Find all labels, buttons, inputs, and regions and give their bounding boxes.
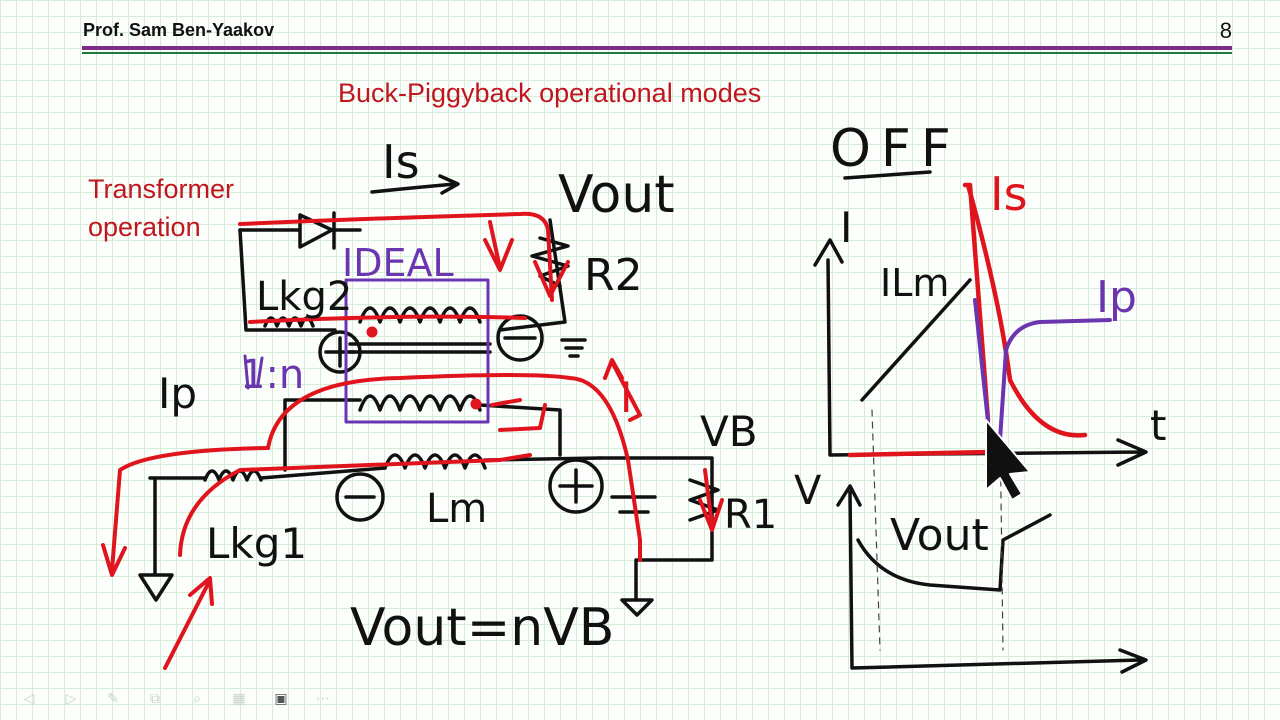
ideal-box (243, 278, 490, 424)
header-rule-purple (82, 46, 1232, 50)
graph-ip-curve (973, 298, 1112, 442)
back-icon[interactable]: ◁ (23, 691, 35, 707)
label-ideal: IDEAL (342, 241, 454, 285)
current-paths-red (101, 211, 724, 670)
slide-title: Buck-Piggyback operational modes (338, 78, 762, 108)
label-r1: R1 (724, 492, 777, 538)
label-graph-t: t (1150, 401, 1166, 450)
pen-icon[interactable]: ✎ (107, 691, 119, 707)
presentation-toolbar: ◁ ▷ ✎ ⧉ ⌕ ▦ ▣ ⋯ (12, 688, 340, 710)
label-lkg2: Lkg2 (256, 274, 352, 320)
subtitle-line-2: operation (88, 212, 201, 242)
label-equation: Vout=nVB (350, 598, 614, 658)
label-r2: R2 (584, 250, 643, 301)
subtitle-line-1: Transformer (88, 174, 235, 204)
label-graph-ip: Ip (1096, 272, 1137, 323)
forward-icon[interactable]: ▷ (65, 691, 77, 707)
label-lm: Lm (426, 486, 487, 532)
label-graph-i: I (840, 203, 852, 252)
label-vout: Vout (558, 165, 675, 225)
label-i: I (620, 373, 632, 422)
label-lkg1: Lkg1 (206, 519, 307, 568)
label-vb: VB (700, 407, 758, 456)
label-graph-v: V (794, 468, 822, 514)
label-graph-vout: Vout (890, 510, 989, 561)
label-ratio: 1:n (240, 352, 304, 398)
graph-is-curve (847, 182, 1088, 458)
camera-icon[interactable]: ▣ (274, 691, 288, 707)
header-rule-green (82, 52, 1232, 54)
graph-axes (813, 170, 1148, 674)
author-name: Prof. Sam Ben-Yaakov (83, 20, 275, 40)
label-graph-ilm: ILm (880, 261, 949, 305)
mouse-cursor-icon (985, 419, 1031, 501)
slide-subtitle: Transformer operation (88, 170, 234, 246)
label-graph-is: Is (990, 167, 1028, 221)
zoom-icon[interactable]: ⌕ (193, 691, 201, 707)
more-icon[interactable]: ⋯ (316, 691, 330, 707)
label-off: OFF (830, 119, 961, 179)
label-is: Is (382, 135, 420, 189)
page-number: 8 (1219, 18, 1232, 43)
label-ip: Ip (158, 369, 197, 418)
grid-icon[interactable]: ▦ (232, 691, 246, 707)
copy-icon[interactable]: ⧉ (150, 691, 160, 707)
